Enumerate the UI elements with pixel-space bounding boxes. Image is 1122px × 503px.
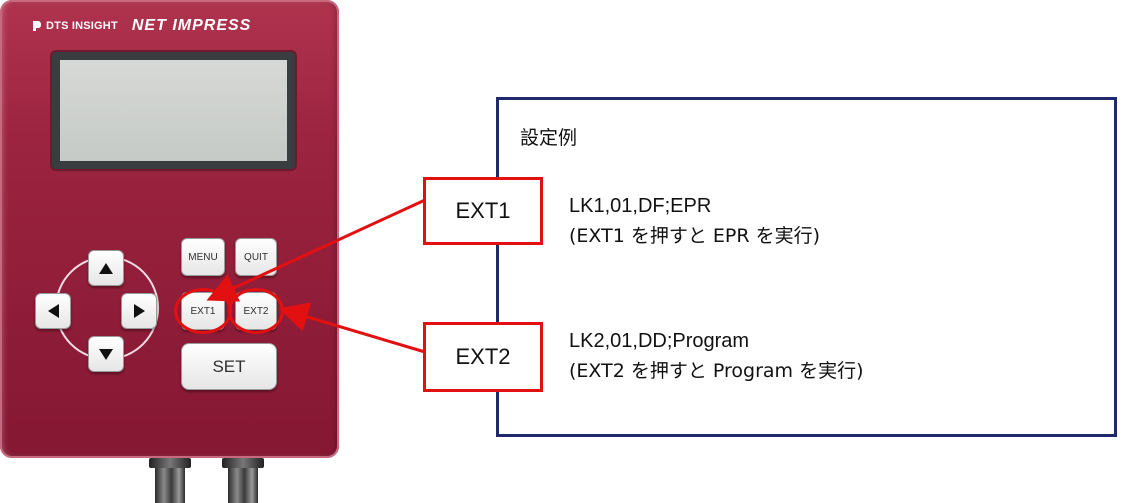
example-ext1-command: LK1,01,DF;EPR <box>569 195 712 217</box>
up-arrow-icon <box>99 262 113 274</box>
ext2-callout-label: EXT2 <box>423 322 543 392</box>
dts-logo-icon <box>33 21 41 31</box>
connector-right <box>222 458 264 503</box>
panel-title: 設定例 <box>520 127 578 149</box>
dts-insight-logo: DTS INSIGHT <box>32 20 118 32</box>
example-ext1-description: (EXT1 を押すと EPR を実行) <box>569 225 820 247</box>
lcd-display-area <box>60 60 287 161</box>
right-arrow-button[interactable] <box>121 293 157 329</box>
connector-left <box>149 458 191 503</box>
left-arrow-icon <box>47 304 59 318</box>
lcd-screen <box>52 52 295 169</box>
up-arrow-button[interactable] <box>88 250 124 286</box>
down-arrow-icon <box>99 348 113 360</box>
example-ext2: LK2,01,DD;Program (EXT2 を押すと Program を実行… <box>569 326 864 386</box>
down-arrow-button[interactable] <box>88 336 124 372</box>
brand-header: DTS INSIGHT NET IMPRESS <box>32 14 251 38</box>
set-button[interactable]: SET <box>181 343 277 390</box>
left-arrow-button[interactable] <box>35 293 71 329</box>
net-impress-device: DTS INSIGHT NET IMPRESS MENU QUIT EXT1 E… <box>0 0 339 458</box>
right-arrow-icon <box>133 304 145 318</box>
example-ext1: LK1,01,DF;EPR (EXT1 を押すと EPR を実行) <box>569 191 820 251</box>
ext1-callout-label: EXT1 <box>423 177 543 245</box>
ext1-pointer-arrow <box>206 198 426 302</box>
brand-logo-text: DTS INSIGHT <box>46 20 118 32</box>
example-ext2-description: (EXT2 を押すと Program を実行) <box>569 360 864 382</box>
menu-button[interactable]: MENU <box>181 238 225 276</box>
example-ext2-command: LK2,01,DD;Program <box>569 330 750 352</box>
ext2-pointer-arrow <box>278 302 426 354</box>
settings-example-panel: 設定例 LK1,01,DF;EPR (EXT1 を押すと EPR を実行) LK… <box>496 97 1117 437</box>
product-name: NET IMPRESS <box>131 17 252 34</box>
